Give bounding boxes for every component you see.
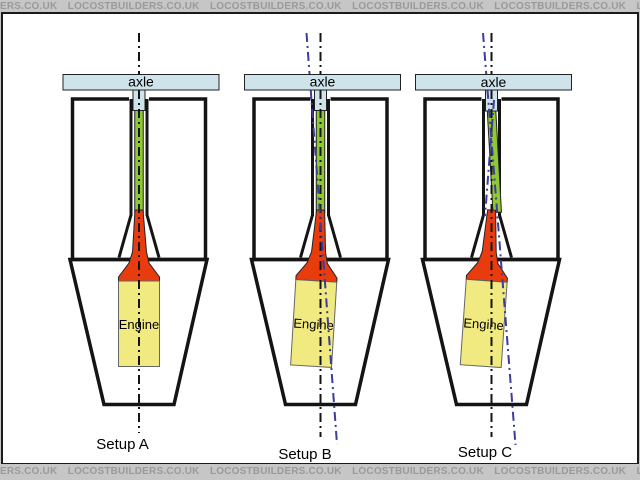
engine-gearbox-group-tilted: Engine	[459, 209, 508, 369]
axle-label: axle	[128, 74, 154, 90]
setup-a: Engine axle Setup A	[62, 33, 220, 453]
engine-block	[290, 279, 338, 368]
tunnel-funnel-right	[498, 214, 513, 258]
centerline-propshaft-axis	[484, 99, 495, 217]
setup-caption: Setup C	[458, 444, 512, 461]
body-tub-outline	[249, 257, 391, 407]
tunnel-funnel-left	[117, 214, 133, 258]
tunnel-funnel-left	[299, 214, 314, 258]
engine-gearbox-group-tilted: Engine	[290, 209, 338, 368]
body-tub-outline	[67, 257, 210, 407]
engine-label: Engine	[293, 316, 334, 333]
watermark-band-bottom: ERS.CO.UK LOCOSTBUILDERS.CO.UK LOCOSTBUI…	[0, 464, 640, 480]
engine-label: Engine	[463, 315, 504, 333]
gearbox-cone	[465, 209, 508, 283]
watermark-band-top: ERS.CO.UK LOCOSTBUILDERS.CO.UK LOCOSTBUI…	[0, 0, 640, 12]
setup-c: Engine axle Setup C	[415, 32, 572, 461]
axle-label: axle	[481, 74, 507, 90]
centerline-engine-axis	[482, 32, 517, 446]
setup-b: Engine axle Setup B	[244, 32, 401, 463]
tunnel-funnel-left	[470, 214, 485, 258]
axle-bar	[415, 74, 572, 91]
tunnel-funnel-right	[327, 214, 342, 258]
axle-bar	[62, 74, 220, 91]
axle-bar	[244, 74, 401, 91]
setup-caption: Setup A	[96, 436, 149, 453]
engine-block	[459, 278, 508, 369]
tunnel-funnel-right	[145, 214, 161, 258]
axle-label: axle	[310, 74, 336, 90]
setup-caption: Setup B	[278, 446, 331, 463]
centerline-engine-axis	[305, 32, 338, 445]
body-tub-outline	[420, 257, 562, 407]
